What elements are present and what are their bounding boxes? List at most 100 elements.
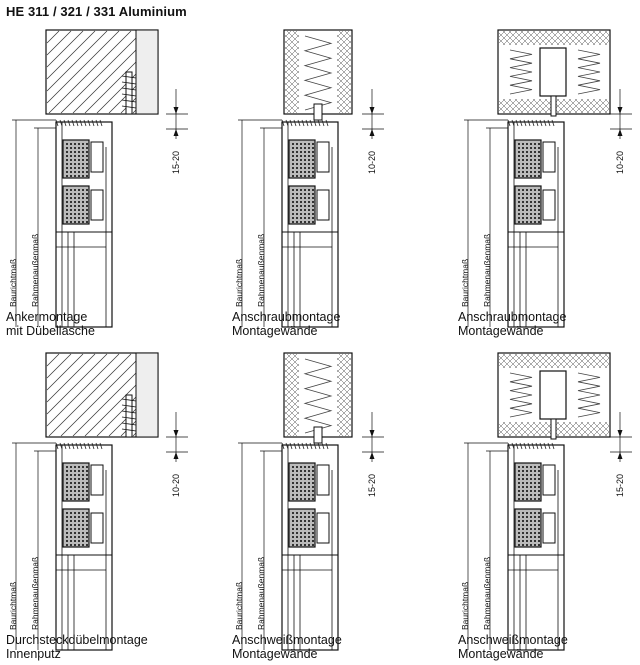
glazing-upper-pattern: [292, 143, 314, 177]
caption-line-1: Anschraubmontage: [458, 310, 567, 324]
board-right: [336, 30, 352, 114]
seal-strip: [55, 119, 103, 127]
label-baurichtmass: Baurichtmaß: [8, 258, 18, 307]
steel-profile: [539, 370, 567, 420]
drawing-svg: [238, 29, 384, 328]
drawing-svg: [12, 29, 188, 328]
gap-dimension: [610, 412, 632, 462]
rebate: [90, 141, 104, 173]
rebate: [90, 464, 104, 496]
insulation-right: [577, 372, 601, 418]
wall-panel: [283, 352, 353, 438]
caption-line-2: Innenputz: [6, 647, 61, 661]
caption-line-1: Ankermontage: [6, 310, 88, 324]
rebate: [316, 189, 330, 221]
height-dimension-lines: [12, 119, 56, 327]
insulation: [303, 35, 333, 111]
rebate: [90, 189, 104, 221]
gap-dimension-label: 10-20: [367, 150, 377, 174]
steel-profile: [539, 47, 567, 97]
screw: [550, 95, 557, 117]
glazing-lower-pattern: [518, 512, 540, 546]
insulation-left: [509, 372, 533, 418]
frame-profile: [281, 121, 339, 328]
screw: [313, 426, 323, 444]
wall-panel: [283, 29, 353, 115]
screw: [313, 103, 323, 121]
frame-profile: [281, 444, 339, 651]
label-baurichtmass: Baurichtmaß: [460, 581, 470, 630]
board-top: [498, 353, 610, 369]
caption-line-2: mit Dübellasche: [6, 324, 95, 338]
caption-line-2: Montagewände: [232, 324, 318, 338]
label-baurichtmass: Baurichtmaß: [234, 581, 244, 630]
glazing-lower-pattern: [66, 189, 88, 223]
caption-line-1: Durchsteckdübelmontage: [6, 633, 148, 647]
gap-dimension: [166, 412, 188, 462]
glazing-upper-pattern: [66, 143, 88, 177]
insulation-right: [577, 49, 601, 95]
rebate: [542, 189, 556, 221]
height-dimension-lines: [12, 442, 56, 650]
concrete-hatch: [46, 30, 138, 114]
frame-profile: [55, 444, 113, 651]
gap-dimension-label: 10-20: [615, 150, 625, 174]
board-top: [498, 30, 610, 46]
concrete-hatch: [46, 353, 138, 437]
glazing-upper-pattern: [518, 143, 540, 177]
height-dimension-lines: [238, 119, 282, 327]
board-left: [284, 353, 300, 437]
drawing-svg: [12, 352, 188, 651]
label-rahmenaussenmass: Rahmenaußenmaß: [482, 556, 492, 630]
gap-dimension: [362, 412, 384, 462]
caption-line-1: Anschraubmontage: [232, 310, 341, 324]
rebate: [90, 512, 104, 544]
glazing-lower-pattern: [292, 189, 314, 223]
page-title: HE 311 / 321 / 331 Aluminium: [6, 4, 187, 19]
caption-line-2: Montagewände: [458, 324, 544, 338]
gap-dimension-label: 15-20: [367, 473, 377, 497]
drawing-svg: [464, 29, 632, 328]
insulation: [303, 358, 333, 434]
gap-dimension: [610, 89, 632, 139]
frame-profile: [55, 121, 113, 328]
rebate: [542, 512, 556, 544]
gap-dimension: [362, 89, 384, 139]
seal-strip: [507, 442, 555, 450]
glazing-upper-pattern: [518, 466, 540, 500]
rebate: [542, 141, 556, 173]
caption-line-2: Montagewände: [232, 647, 318, 661]
label-baurichtmass: Baurichtmaß: [8, 581, 18, 630]
caption-line-1: Anschweißmontage: [458, 633, 568, 647]
caption-line-2: Montagewände: [458, 647, 544, 661]
label-baurichtmass: Baurichtmaß: [460, 258, 470, 307]
anchor-bolt: [121, 71, 137, 115]
height-dimension-lines: [464, 442, 508, 650]
screw: [550, 418, 557, 440]
gap-dimension-label: 15-20: [615, 473, 625, 497]
seal-strip: [281, 442, 329, 450]
seal-strip: [55, 442, 103, 450]
glazing-upper-pattern: [292, 466, 314, 500]
label-rahmenaussenmass: Rahmenaußenmaß: [30, 556, 40, 630]
seal-strip: [507, 119, 555, 127]
gap-dimension-label: 15-20: [171, 150, 181, 174]
plaster-layer: [135, 352, 159, 438]
plaster-layer: [135, 29, 159, 115]
board-bottom: [498, 421, 610, 437]
drawing-svg: [464, 352, 632, 651]
rebate: [316, 464, 330, 496]
rebate: [542, 464, 556, 496]
label-baurichtmass: Baurichtmaß: [234, 258, 244, 307]
label-rahmenaussenmass: Rahmenaußenmaß: [482, 233, 492, 307]
glazing-upper-pattern: [66, 466, 88, 500]
caption-line-1: Anschweißmontage: [232, 633, 342, 647]
seal-strip: [281, 119, 329, 127]
insulation-left: [509, 49, 533, 95]
board-right: [336, 353, 352, 437]
drawing-svg: [238, 352, 384, 651]
